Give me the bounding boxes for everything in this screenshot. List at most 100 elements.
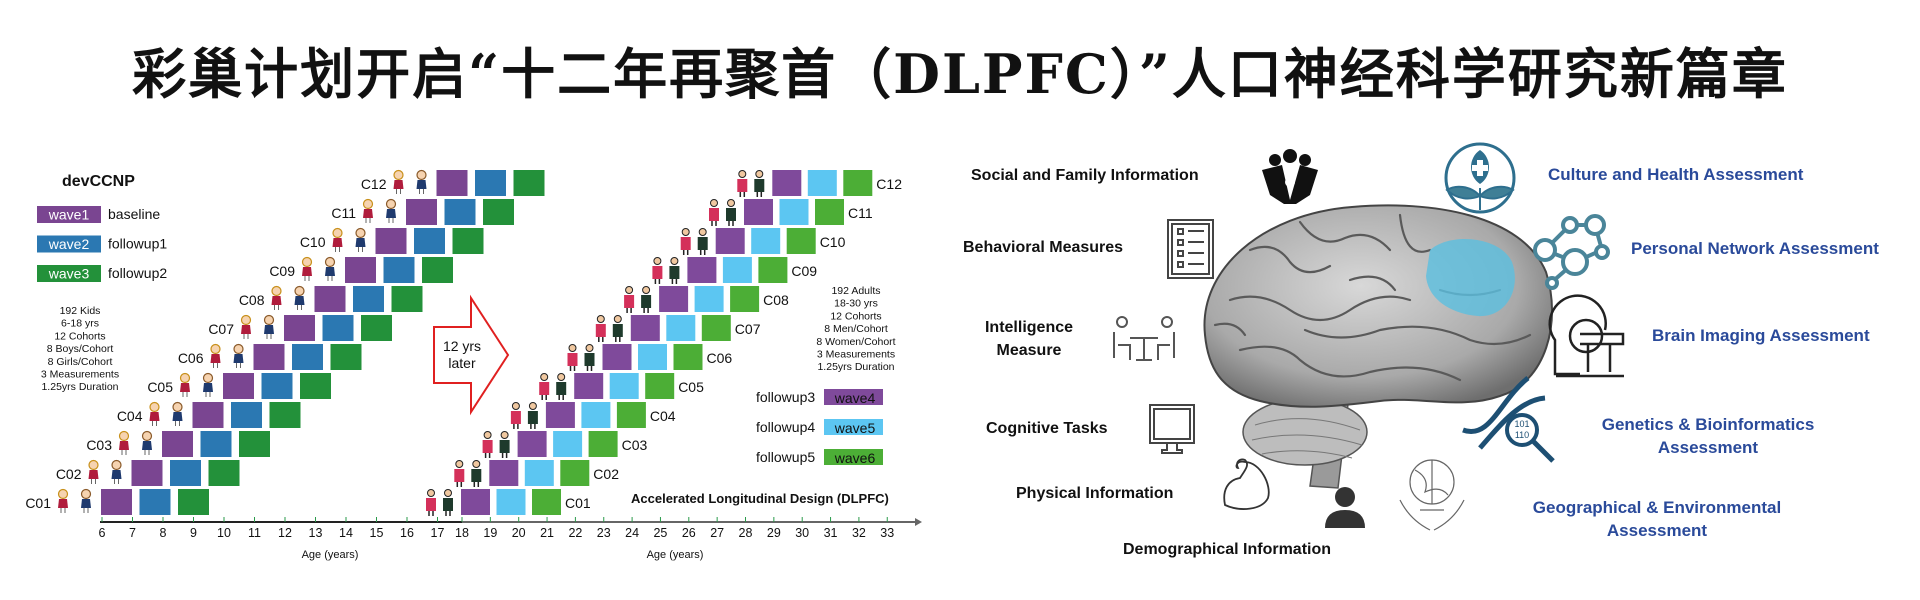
legend-label-wave5: followup4 bbox=[756, 419, 815, 435]
boy-figure-body bbox=[386, 209, 396, 218]
figure-legs bbox=[445, 511, 451, 516]
dna-icon bbox=[1462, 376, 1555, 463]
x-tick-label: 28 bbox=[739, 526, 753, 540]
girl-figure bbox=[362, 198, 374, 210]
boy-figure bbox=[172, 401, 183, 413]
man-figure bbox=[472, 460, 481, 468]
adults-C07-wave5-box bbox=[666, 315, 696, 341]
kids-info-line: 8 Boys/Cohort bbox=[47, 343, 114, 355]
woman-figure-body bbox=[680, 237, 691, 250]
x-tick-label: 25 bbox=[653, 526, 667, 540]
kids-C03-wave3-box bbox=[239, 431, 270, 457]
girl-figure-body bbox=[241, 325, 251, 334]
boy-figure bbox=[324, 256, 336, 268]
adults-C11-wave4-box bbox=[744, 199, 773, 225]
girl-figure-body bbox=[149, 412, 160, 421]
girl-figure bbox=[240, 314, 252, 326]
girl-figure-body bbox=[210, 354, 221, 363]
boy-figure bbox=[416, 169, 427, 181]
x-tick-label: 32 bbox=[852, 526, 866, 540]
kids-C06-wave1-box bbox=[253, 344, 285, 370]
health-leaf-icon bbox=[1444, 142, 1516, 214]
figure-legs bbox=[541, 395, 547, 400]
legend-label-wave3: followup2 bbox=[108, 265, 167, 281]
meeting-icon bbox=[1113, 316, 1175, 361]
legend-swatch-wave5 bbox=[824, 419, 883, 435]
girl-figure bbox=[301, 256, 313, 268]
legend-wave-wave3: wave3 bbox=[48, 266, 90, 282]
boy-figure-body bbox=[294, 296, 305, 305]
adults-C07-wave6-box bbox=[701, 315, 731, 341]
label-intelligence-2: Measure bbox=[996, 342, 1062, 359]
adults-C12-wave4-box bbox=[772, 170, 802, 196]
kids-info-line: 8 Girls/Cohort bbox=[48, 356, 113, 368]
figure-legs bbox=[213, 363, 218, 368]
kids-cohort-label-C07: C07 bbox=[208, 321, 234, 337]
figure-legs bbox=[243, 334, 249, 339]
figure-legs bbox=[152, 421, 157, 426]
girl-figure bbox=[118, 430, 130, 442]
adults-C12-wave5-box bbox=[807, 170, 837, 196]
kids-C10-wave1-box bbox=[375, 228, 407, 254]
boy-figure-body bbox=[111, 470, 122, 479]
legend-label-wave2: followup1 bbox=[108, 236, 167, 252]
legend-label-wave1: baseline bbox=[108, 206, 160, 222]
man-figure bbox=[670, 257, 679, 265]
girl-figure-body bbox=[58, 499, 68, 508]
kids-C07-wave2-box bbox=[322, 315, 354, 341]
legend-label-wave4: followup3 bbox=[756, 389, 815, 405]
arrow-text-1: 12 yrs bbox=[443, 338, 481, 354]
boy-figure-body bbox=[142, 441, 152, 450]
man-figure-body bbox=[443, 498, 453, 511]
figure-legs bbox=[756, 192, 763, 197]
legend-swatch-wave6 bbox=[824, 449, 883, 465]
girl-figure bbox=[57, 488, 69, 500]
man-figure-body bbox=[726, 208, 736, 221]
adults-C06-wave5-box bbox=[638, 344, 667, 370]
kids-cohort-label-C09: C09 bbox=[269, 263, 295, 279]
figure-legs bbox=[175, 421, 180, 426]
woman-figure-body bbox=[482, 440, 493, 453]
man-figure bbox=[557, 373, 566, 381]
adults-info-line: 1.25yrs Duration bbox=[817, 361, 894, 373]
kids-info-line: 6-18 yrs bbox=[61, 318, 99, 330]
monitor-icon bbox=[1149, 404, 1195, 454]
x-tick-label: 9 bbox=[190, 526, 197, 540]
boy-figure-body bbox=[233, 354, 244, 363]
adults-C11-wave5-box bbox=[779, 199, 809, 225]
kids-C02-wave1-box bbox=[131, 460, 163, 486]
label-intelligence-1: Intelligence bbox=[984, 319, 1074, 336]
woman-figure bbox=[710, 199, 718, 207]
x-tick-label: 17 bbox=[431, 526, 445, 540]
figure-legs bbox=[266, 334, 272, 339]
twelve-years-arrow bbox=[433, 294, 510, 416]
x-tick-label: 12 bbox=[278, 526, 292, 540]
boy-figure-body bbox=[203, 383, 213, 392]
adults-C04-wave4-box bbox=[545, 402, 575, 428]
man-figure bbox=[727, 199, 735, 207]
girl-figure-body bbox=[332, 238, 343, 247]
adults-C01-wave4-box bbox=[461, 489, 490, 515]
man-figure-body bbox=[499, 440, 510, 453]
adults-cohort-label-C04: C04 bbox=[650, 408, 676, 424]
adults-cohort-label-C09: C09 bbox=[791, 263, 817, 279]
kids-C06-wave3-box bbox=[330, 344, 362, 370]
figure-legs bbox=[274, 305, 279, 310]
x-tick-label: 26 bbox=[682, 526, 696, 540]
woman-figure bbox=[455, 460, 464, 468]
man-figure-body bbox=[641, 295, 652, 308]
kids-cohort-label-C01: C01 bbox=[25, 495, 51, 511]
figure-legs bbox=[643, 308, 649, 313]
woman-figure bbox=[427, 489, 435, 497]
adults-C02-wave4-box bbox=[489, 460, 519, 486]
adults-cohort-label-C03: C03 bbox=[622, 437, 648, 453]
figure-legs bbox=[419, 189, 424, 194]
figure-legs bbox=[626, 308, 632, 313]
kids-info-line: 1.25yrs Duration bbox=[41, 381, 118, 393]
woman-figure-body bbox=[454, 469, 465, 482]
adults-info-line: 12 Cohorts bbox=[830, 310, 881, 322]
figure-legs bbox=[358, 247, 363, 252]
boy-figure-body bbox=[355, 238, 366, 247]
figure-legs bbox=[304, 276, 310, 281]
